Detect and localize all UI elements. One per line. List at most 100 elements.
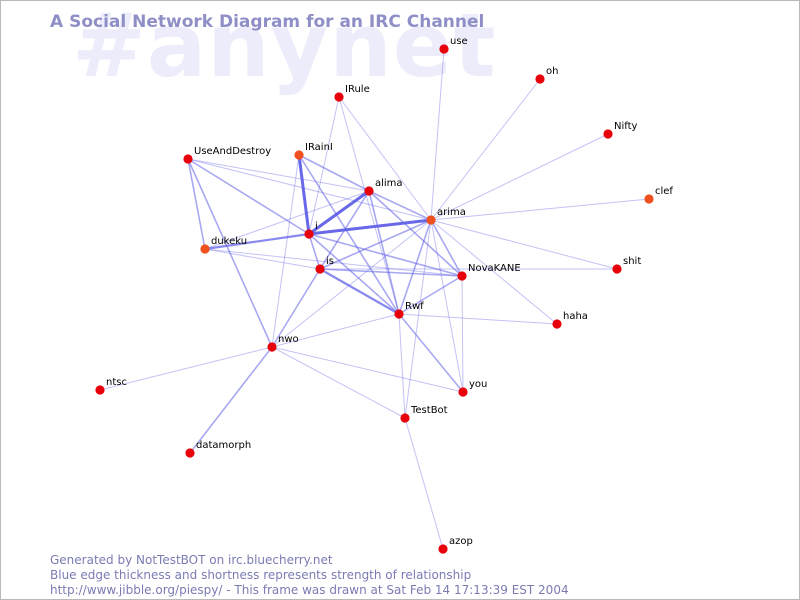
node-label: ntsc — [106, 377, 127, 388]
node-label: NovaKANE — [468, 263, 521, 274]
node-alima[interactable]: alima — [364, 178, 403, 196]
node-dot[interactable] — [426, 215, 436, 225]
node-dot[interactable] — [183, 154, 193, 164]
edge-is-dukeku — [204, 248, 321, 270]
edge-Rwf-TestBot — [398, 313, 406, 419]
node-dot[interactable] — [267, 342, 277, 352]
edge-Rwf-you — [398, 313, 464, 393]
edge-IRule-arima — [338, 96, 432, 221]
edge-i-Rwf — [308, 233, 400, 315]
edge-is-nwo — [271, 268, 321, 348]
node-NovaKANE[interactable]: NovaKANE — [457, 263, 521, 281]
edge-oh-arima — [430, 78, 541, 221]
edge-IRule-Rwf — [338, 96, 400, 315]
node-dot[interactable] — [644, 194, 654, 204]
node-shit[interactable]: shit — [612, 256, 641, 274]
edge-nwo-datamorph — [189, 346, 273, 454]
edge-NovaKANE-dukeku — [204, 248, 463, 277]
node-label: shit — [623, 256, 641, 267]
edge-Rwf-NovaKANE — [398, 275, 463, 315]
edge-is-NovaKANE — [319, 268, 463, 277]
node-label: clef — [655, 186, 673, 197]
node-use[interactable]: use — [439, 36, 468, 54]
node-TestBot[interactable]: TestBot — [400, 405, 448, 423]
edge-alima-arima — [368, 190, 432, 221]
edge-UseAndDestroy-i — [187, 158, 310, 235]
node-dukeku[interactable]: dukeku — [200, 236, 247, 254]
node-dot[interactable] — [603, 129, 613, 139]
node-IRainI[interactable]: IRainI — [294, 142, 333, 160]
node-dot[interactable] — [95, 385, 105, 395]
edge-i-is — [308, 233, 321, 270]
node-label: azop — [449, 536, 473, 547]
footer-legend-note: Blue edge thickness and shortness repres… — [50, 568, 472, 582]
node-dot[interactable] — [394, 309, 404, 319]
edge-i-alima — [308, 189, 370, 236]
edge-alima-Rwf — [368, 190, 400, 315]
node-dot[interactable] — [439, 44, 449, 54]
node-dot[interactable] — [200, 244, 210, 254]
edge-IRainI-Rwf — [298, 154, 400, 315]
node-UseAndDestroy[interactable]: UseAndDestroy — [183, 146, 271, 164]
node-label: you — [469, 379, 487, 390]
edge-UseAndDestroy-nwo — [187, 158, 273, 348]
node-label: i — [315, 221, 318, 232]
node-label: alima — [375, 178, 403, 189]
node-you[interactable]: you — [458, 379, 487, 397]
edge-NovaKANE-you — [461, 275, 464, 393]
node-haha[interactable]: haha — [552, 311, 588, 329]
node-dot[interactable] — [334, 92, 344, 102]
edge-alima-NovaKANE — [368, 190, 463, 277]
node-label: Rwf — [405, 301, 424, 312]
edge-use-arima — [430, 48, 445, 221]
node-dot[interactable] — [315, 264, 325, 274]
node-label: dukeku — [211, 236, 247, 247]
node-datamorph[interactable]: datamorph — [185, 440, 251, 458]
node-dot[interactable] — [438, 544, 448, 554]
edge-clef-arima — [430, 198, 650, 221]
node-label: TestBot — [410, 405, 448, 416]
node-IRule[interactable]: IRule — [334, 84, 370, 102]
footer-url-timestamp[interactable]: http://www.jibble.org/piespy/ - This fra… — [50, 583, 569, 597]
edge-arima-TestBot — [404, 219, 432, 419]
edge-haha-arima — [430, 219, 558, 325]
node-ntsc[interactable]: ntsc — [95, 377, 127, 395]
node-is[interactable]: is — [315, 256, 334, 274]
node-dot[interactable] — [185, 448, 195, 458]
edge-i-NovaKANE — [308, 233, 463, 277]
edge-TestBot-azop — [404, 417, 444, 550]
node-label: IRainI — [305, 142, 333, 153]
node-dot[interactable] — [457, 271, 467, 281]
edge-arima-you — [430, 219, 464, 393]
node-label: datamorph — [196, 440, 251, 451]
node-dot[interactable] — [294, 150, 304, 160]
footer-generated-by: Generated by NotTestBOT on irc.bluecherr… — [50, 553, 333, 567]
node-arima[interactable]: arima — [426, 207, 466, 225]
node-Rwf[interactable]: Rwf — [394, 301, 424, 319]
node-azop[interactable]: azop — [438, 536, 473, 554]
edge-nwo-you — [271, 346, 464, 393]
node-dot[interactable] — [552, 319, 562, 329]
node-nwo[interactable]: nwo — [267, 334, 299, 352]
footer: Generated by NotTestBOT on irc.bluecherr… — [50, 553, 569, 598]
node-dot[interactable] — [535, 74, 545, 84]
node-i[interactable]: i — [304, 221, 318, 239]
node-label: arima — [437, 207, 466, 218]
edge-haha-Rwf — [398, 313, 558, 325]
node-Nifty[interactable]: Nifty — [603, 121, 638, 139]
node-dot[interactable] — [304, 229, 314, 239]
node-dot[interactable] — [612, 264, 622, 274]
edge-Rwf-nwo — [271, 313, 400, 348]
edge-IRainI-nwo — [271, 154, 300, 348]
node-clef[interactable]: clef — [644, 186, 673, 204]
node-dot[interactable] — [400, 413, 410, 423]
node-label: oh — [546, 66, 558, 77]
edge-IRainI-alima — [298, 154, 370, 192]
node-dot[interactable] — [364, 186, 374, 196]
node-oh[interactable]: oh — [535, 66, 558, 84]
edge-alima-dukeku — [204, 190, 370, 250]
edge-nwo-ntsc — [99, 346, 273, 391]
node-dot[interactable] — [458, 387, 468, 397]
edge-alima-is — [319, 190, 370, 270]
